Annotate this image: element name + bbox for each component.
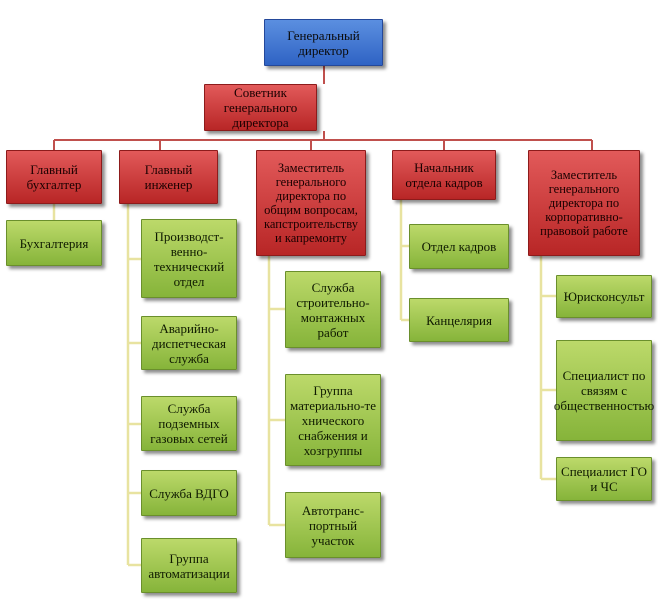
civil-defense-specialist-box: Специалист ГО и ЧС — [556, 457, 652, 501]
pr-specialist-box: Специалист по связям с общественностью — [554, 340, 654, 441]
accounting-box: Бухгалтерия — [6, 220, 102, 266]
vdgo-service-box: Служба ВДГО — [141, 470, 237, 516]
general-director-box: Генеральный директор — [264, 19, 383, 66]
deputy-legal-box: Заместитель генерального директора по ко… — [528, 150, 640, 256]
transport-unit-box: Автотранс-портный участок — [285, 492, 381, 558]
hr-head-box: Начальник отдела кадров — [392, 150, 496, 200]
underground-gas-service-box: Служба подземных газовых сетей — [141, 396, 237, 451]
deputy-general-affairs-box: Заместитель генерального директора по об… — [256, 150, 366, 256]
chief-engineer-box: Главный инженер — [119, 150, 218, 204]
automation-group-box: Группа автоматизации — [141, 538, 237, 593]
production-technical-dept-box: Производст-венно-технический отдел — [141, 219, 237, 298]
legal-adviser-box: Юрисконсульт — [556, 275, 652, 318]
emergency-dispatch-box: Аварийно-диспетческая служба — [141, 316, 237, 370]
chief-accountant-box: Главный бухгалтер — [6, 150, 102, 204]
hr-dept-box: Отдел кадров — [409, 224, 509, 269]
advisor-box: Советник генерального директора — [204, 84, 317, 131]
supply-group-box: Группа материально-те хнического снабжен… — [285, 374, 381, 466]
office-box: Канцелярия — [409, 298, 509, 342]
construction-installation-box: Служба строительно-монтажных работ — [285, 271, 381, 348]
